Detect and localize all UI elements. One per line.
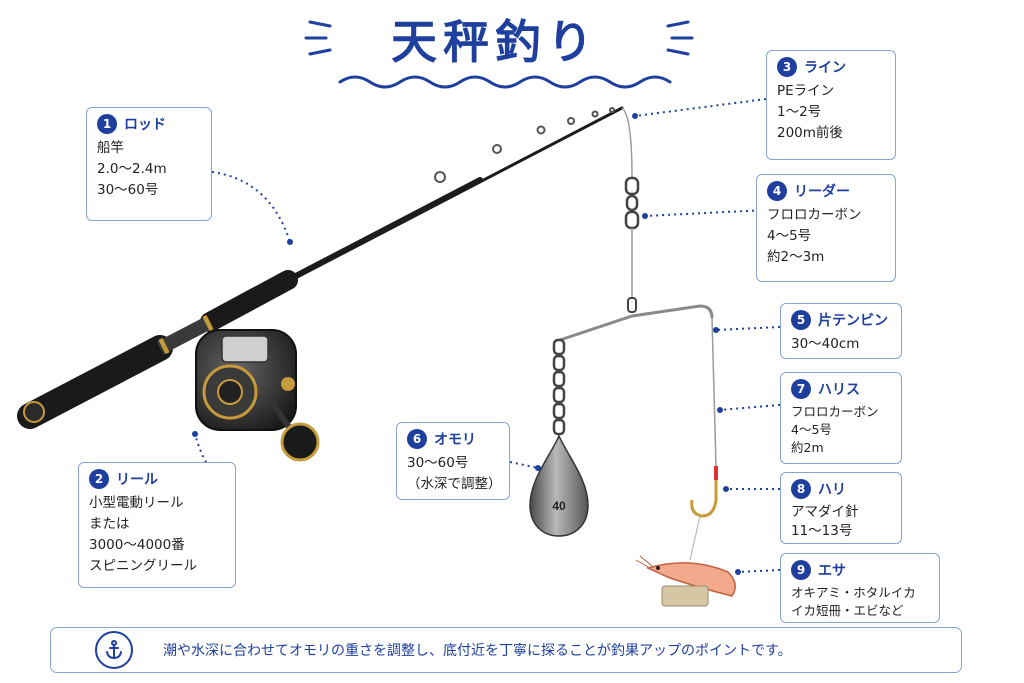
callout-reel: 2 リール 小型電動リール または 3000～4000番 スピニングリール <box>78 462 236 588</box>
part-detail: 4～5号 <box>767 228 812 244</box>
sinker-weight-label: 40 <box>552 499 566 513</box>
page-title: 天秤釣り <box>391 15 599 69</box>
badge-number: 3 <box>777 57 797 77</box>
shrimp-illustration <box>635 555 736 607</box>
callout-line: 3 ライン PEライン 1～2号 200m前後 <box>766 50 896 160</box>
tip-text: 潮や水深に合わせてオモリの重さを調整し、底付近を丁寧に探ることが釣果アップのポイ… <box>163 643 792 659</box>
badge-number: 8 <box>791 479 811 499</box>
callout-bait: 9 エサ オキアミ・ホタルイカ イカ短冊・エビなど <box>780 553 940 623</box>
part-detail: 200m前後 <box>777 125 843 141</box>
part-name: ハリ <box>818 482 846 498</box>
callout-connectors <box>194 98 781 573</box>
part-name: ライン <box>804 60 846 76</box>
part-detail: 30～40cm <box>791 336 860 352</box>
badge-number: 7 <box>791 379 811 399</box>
anchor-icon <box>95 631 133 669</box>
callout-harisu: 7 ハリス フロロカーボン 4～5号 約2m <box>780 372 902 464</box>
badge-number: 1 <box>97 114 117 134</box>
callout-hook: 8 ハリ アマダイ針 11～13号 <box>780 472 902 544</box>
part-detail: イカ短冊・エビなど <box>791 603 904 618</box>
rod-illustration <box>17 106 624 429</box>
part-detail: 11～13号 <box>791 523 853 539</box>
part-detail: スピニングリール <box>89 558 197 574</box>
badge-number: 2 <box>89 469 109 489</box>
part-detail: 4～5号 <box>791 422 832 437</box>
part-detail: 30～60号 <box>97 182 159 198</box>
tip-banner: 潮や水深に合わせてオモリの重さを調整し、底付近を丁寧に探ることが釣果アップのポイ… <box>50 627 962 673</box>
part-detail: 船竿 <box>97 140 124 156</box>
sinker-illustration: 40 <box>529 434 589 537</box>
part-name: ロッド <box>124 117 166 133</box>
part-detail: オキアミ・ホタルイカ <box>791 585 916 600</box>
part-detail: 3000～4000番 <box>89 537 185 553</box>
part-name: ハリス <box>818 382 860 398</box>
callout-sinker: 6 オモリ 30～60号 （水深で調整） <box>396 422 510 500</box>
part-detail: PEライン <box>777 83 835 99</box>
part-name: オモリ <box>434 432 476 448</box>
part-name: リール <box>116 472 158 488</box>
tackle-illustration <box>552 107 718 561</box>
part-detail: 30～60号 <box>407 455 469 471</box>
reel-illustration <box>195 329 320 462</box>
part-detail: フロロカーボン <box>767 207 862 223</box>
title-decoration <box>304 20 694 89</box>
callout-rod: 1 ロッド 船竿 2.0～2.4m 30～60号 <box>86 107 212 221</box>
part-detail: 2.0～2.4m <box>97 161 167 177</box>
part-name: リーダー <box>794 184 850 200</box>
callout-tenbin: 5 片テンビン 30～40cm <box>780 303 902 359</box>
badge-number: 9 <box>791 560 811 580</box>
part-detail: 約2m <box>791 440 824 455</box>
part-name: 片テンビン <box>818 313 888 329</box>
part-detail: 約2～3m <box>767 249 825 265</box>
part-detail: フロロカーボン <box>791 404 879 419</box>
part-detail: 小型電動リール <box>89 495 184 511</box>
callout-leader: 4 リーダー フロロカーボン 4～5号 約2～3m <box>756 174 896 282</box>
badge-number: 4 <box>767 181 787 201</box>
part-detail: （水深で調整） <box>407 476 502 492</box>
part-detail: または <box>89 516 130 532</box>
badge-number: 5 <box>791 310 811 330</box>
callout-connector-dots <box>192 113 741 575</box>
part-detail: アマダイ針 <box>791 504 859 520</box>
part-detail: 1～2号 <box>777 104 822 120</box>
part-name: エサ <box>818 563 846 579</box>
badge-number: 6 <box>407 429 427 449</box>
